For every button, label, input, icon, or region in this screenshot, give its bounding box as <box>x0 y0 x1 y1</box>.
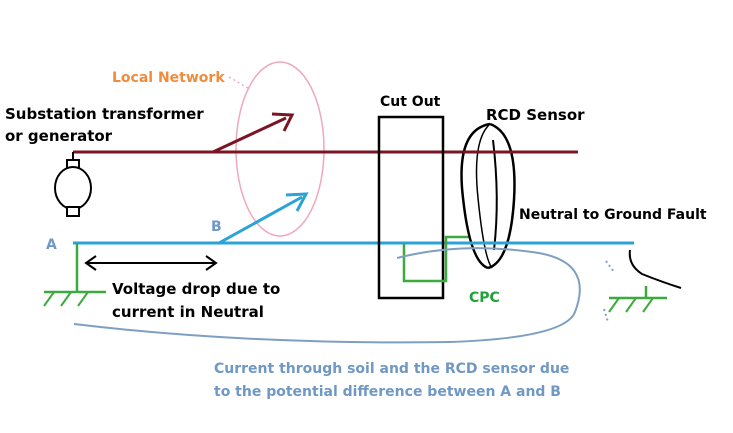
voltage-drop-arrow <box>84 255 218 271</box>
fault-wire <box>628 249 682 289</box>
rcd-sensor-label: RCD Sensor <box>486 106 585 124</box>
soil-current-label-line1: Current through soil and the RCD sensor … <box>214 361 569 377</box>
point-a-label: A <box>46 237 57 253</box>
voltage-drop-label-line2: current in Neutral <box>112 303 264 321</box>
soil-leader-dots <box>603 308 609 323</box>
soil-current-label-line2: to the potential difference between A an… <box>214 384 561 400</box>
neutral-branch-arrow <box>218 195 303 245</box>
network-leader-dots <box>228 76 249 89</box>
live-arrowhead <box>271 112 295 132</box>
cut-out-box <box>377 115 445 300</box>
cpc-label: CPC <box>469 290 500 306</box>
soil-current-path <box>73 247 581 344</box>
earth-symbol-fault <box>608 286 667 313</box>
voltage-drop-label-line1: Voltage drop due to <box>112 280 280 298</box>
neutral-arrowhead <box>285 192 309 212</box>
substation-label-line2: or generator <box>5 127 113 145</box>
cut-out-label: Cut Out <box>380 94 441 110</box>
generator-symbol <box>54 152 92 217</box>
local-network-label: Local Network <box>112 70 225 86</box>
substation-label-line1: Substation transformer <box>5 105 204 123</box>
rcd-sensor-toroid <box>460 122 516 270</box>
earth-symbol-a <box>43 243 106 307</box>
cpc-conductor <box>402 235 492 283</box>
live-branch-arrow <box>212 116 287 154</box>
neutral-fault-label: Neutral to Ground Fault <box>519 207 707 223</box>
local-network-ellipse <box>235 61 325 237</box>
fault-leader-dots <box>605 260 615 273</box>
point-b-label: B <box>211 219 222 235</box>
